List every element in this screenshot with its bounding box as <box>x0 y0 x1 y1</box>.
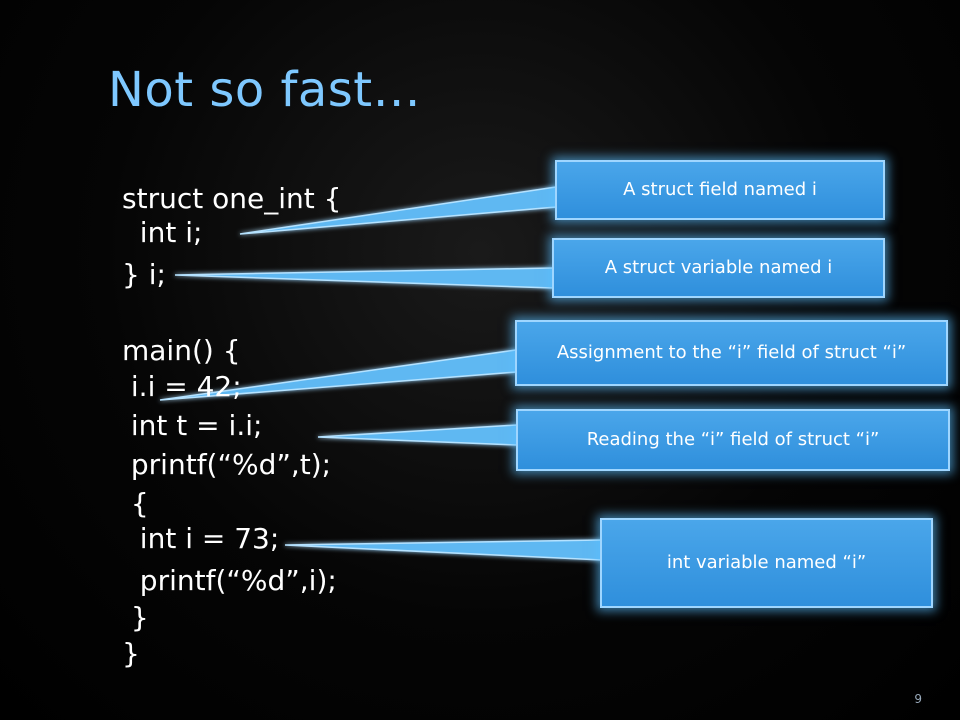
code-line: i.i = 42; <box>122 370 242 403</box>
callout-reading: Reading the “i” field of struct “i” <box>516 409 950 471</box>
pointer-int-variable <box>284 539 603 561</box>
slide-title: Not so fast… <box>108 62 422 118</box>
code-line: main() { <box>122 334 241 367</box>
code-line: int i = 73; <box>122 522 280 555</box>
callout-int-variable: int variable named “i” <box>600 518 933 608</box>
code-line: { <box>122 487 149 520</box>
pointer-struct-variable <box>174 267 554 289</box>
code-line: } i; <box>122 258 166 291</box>
code-line: int i; <box>122 216 203 249</box>
callout-struct-variable: A struct variable named i <box>552 238 885 298</box>
pointer-reading <box>317 424 518 446</box>
callout-assignment: Assignment to the “i” field of struct “i… <box>515 320 948 386</box>
code-line: printf(“%d”,i); <box>122 564 337 597</box>
page-number: 9 <box>914 692 922 706</box>
code-line: } <box>122 637 140 670</box>
callout-struct-field: A struct field named i <box>555 160 885 220</box>
code-line: int t = i.i; <box>122 409 263 442</box>
code-line: } <box>122 601 149 634</box>
code-line: struct one_int { <box>122 182 342 215</box>
code-line: printf(“%d”,t); <box>122 448 332 481</box>
